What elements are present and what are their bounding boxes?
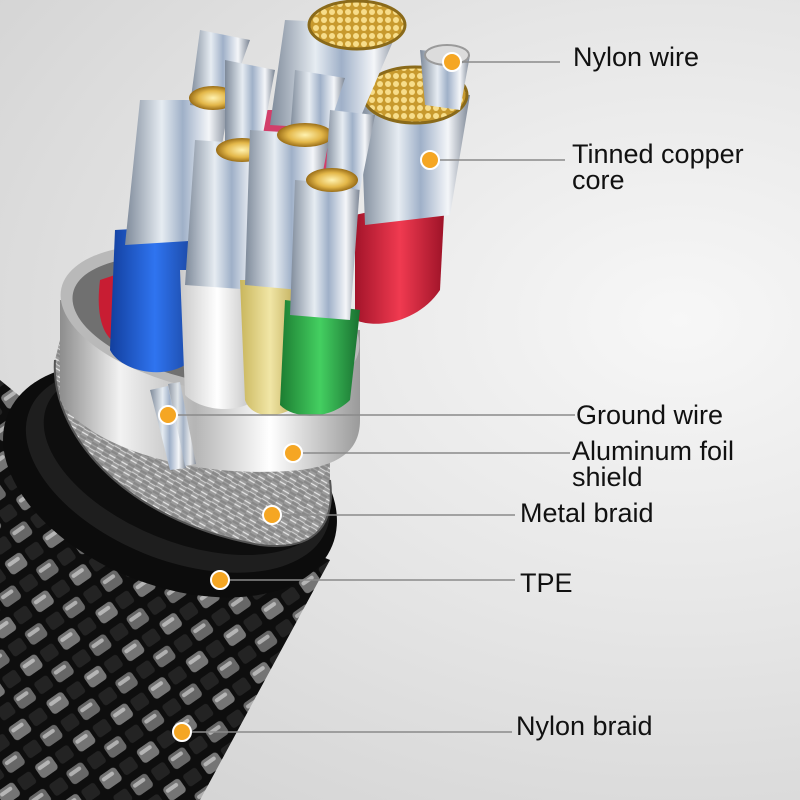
- leader-lines: [168, 61, 575, 733]
- label-aluminum-foil-shield: Aluminum foil shield: [572, 436, 735, 492]
- label-ground-wire: Ground wire: [576, 400, 724, 430]
- marker-ground-wire: [158, 405, 178, 425]
- marker-aluminum-foil-shield: [283, 443, 303, 463]
- label-nylon-braid: Nylon braid: [516, 711, 653, 741]
- label-tpe: TPE: [520, 568, 573, 598]
- ground-wire-strands: [150, 382, 196, 470]
- label-tinned-copper-core: Tinned copper core: [572, 139, 744, 195]
- markers: [158, 52, 462, 742]
- marker-nylon-braid: [172, 722, 192, 742]
- conductor-bundle: [98, 0, 470, 416]
- marker-nylon-wire: [442, 52, 462, 72]
- marker-metal-braid: [262, 505, 282, 525]
- label-metal-braid: Metal braid: [520, 498, 654, 528]
- label-nylon-wire: Nylon wire: [573, 42, 700, 72]
- marker-tpe: [210, 570, 230, 590]
- marker-tinned-copper-core: [420, 150, 440, 170]
